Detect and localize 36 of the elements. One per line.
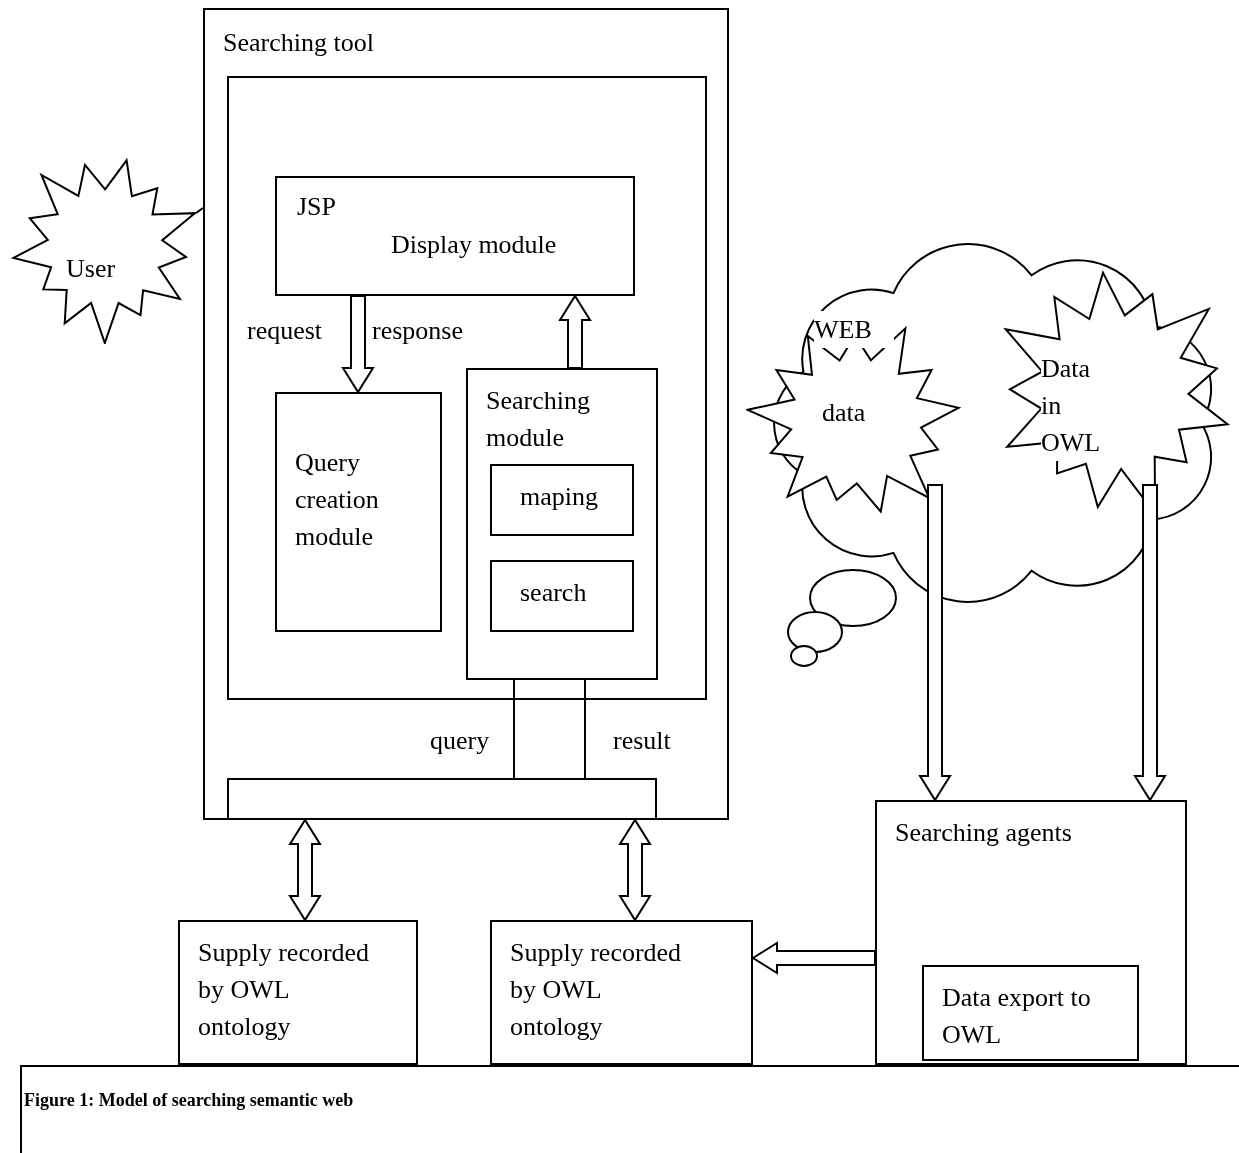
box-label: Data export to OWL [942, 982, 1092, 1051]
arrow-label: response [372, 315, 463, 347]
box-label: Supply recorded by OWL ontology [510, 937, 683, 1043]
box-label: Searching agents [895, 817, 1073, 849]
container-box [227, 778, 657, 820]
block-arrow [558, 294, 592, 369]
box-label: Searching tool [223, 27, 375, 59]
block-arrow [751, 941, 876, 975]
block-arrow [288, 818, 322, 922]
module-box [490, 464, 634, 536]
module-box [275, 176, 635, 296]
box-label: JSP [297, 191, 338, 223]
connector-line [513, 679, 515, 779]
module-box [922, 965, 1139, 1061]
box-label: Supply recorded by OWL ontology [198, 937, 371, 1043]
shape-label: WEB [814, 311, 894, 348]
module-box [490, 920, 753, 1065]
connector-line [584, 679, 586, 779]
container-box [227, 76, 707, 700]
connector-line [195, 207, 204, 214]
module-box [466, 368, 658, 680]
block-arrow [1133, 484, 1167, 802]
block-arrow [618, 818, 652, 922]
box-label: Query creation module [295, 447, 380, 553]
box-label: maping [520, 481, 599, 513]
figure-caption: Figure 1: Model of searching semantic web [24, 1089, 354, 1112]
box-label: Display module [391, 229, 558, 261]
box-label: search [520, 577, 588, 609]
module-box [275, 392, 442, 632]
block-arrow [918, 484, 952, 802]
module-box [490, 560, 634, 632]
block-arrow [341, 295, 375, 394]
module-box [178, 920, 418, 1065]
box-label: Searching module [486, 385, 591, 454]
module-box [203, 8, 729, 820]
module-box [875, 800, 1187, 1065]
